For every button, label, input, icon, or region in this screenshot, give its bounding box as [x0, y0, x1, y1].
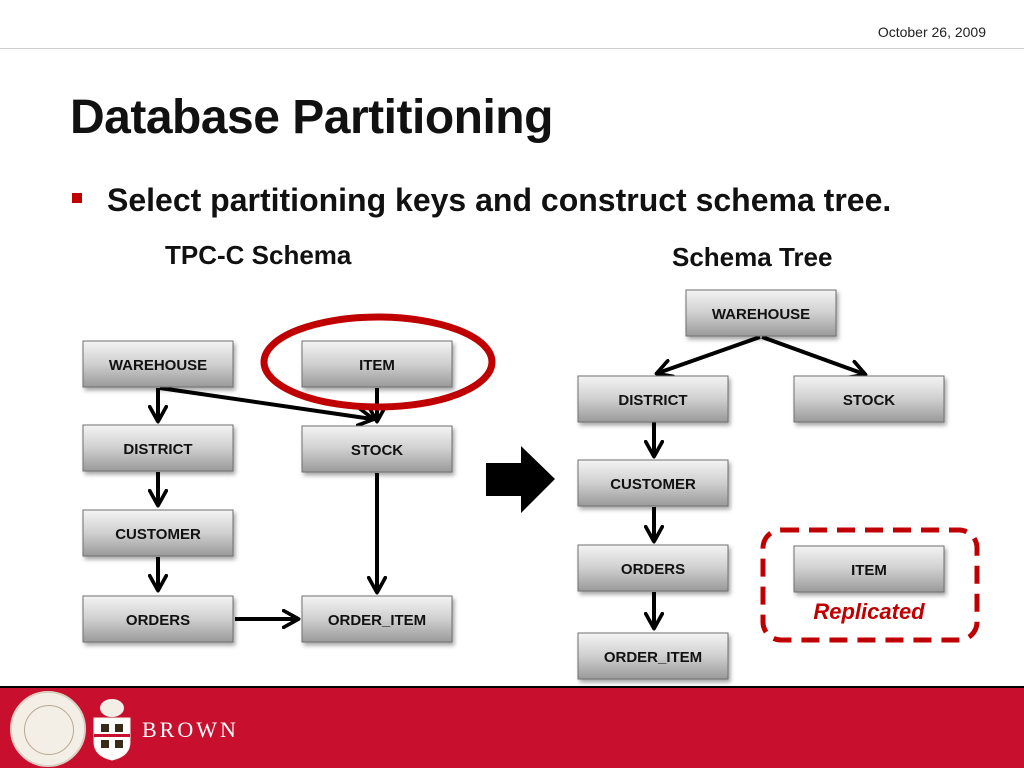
tree-node-warehouse: WAREHOUSE: [685, 289, 837, 337]
tpcc-node-warehouse: WAREHOUSE: [82, 340, 234, 388]
university-seal-icon: [10, 691, 86, 767]
node-label: ITEM: [359, 357, 395, 374]
transform-arrow-icon: [486, 446, 555, 513]
node-label: STOCK: [843, 392, 895, 409]
node-label: ORDERS: [621, 561, 685, 578]
tpcc-node-district: DISTRICT: [82, 424, 234, 472]
node-label: DISTRICT: [618, 392, 687, 409]
node-label: CUSTOMER: [115, 526, 201, 543]
replicated-label: Replicated: [813, 599, 925, 624]
replicated-dashed-box: [760, 527, 980, 643]
tpcc-node-stock: STOCK: [301, 425, 453, 473]
item-highlight-ellipse: [260, 313, 496, 411]
tpcc-node-order-item: ORDER_ITEM: [301, 595, 453, 643]
node-label: STOCK: [351, 442, 403, 459]
tpcc-node-customer: CUSTOMER: [82, 509, 234, 557]
node-label: WAREHOUSE: [712, 306, 810, 323]
footer-band: [0, 688, 1024, 768]
node-label: ORDER_ITEM: [604, 649, 702, 666]
footer-top-rule: [0, 686, 1024, 689]
arrow-tree-warehouse-stock: [761, 335, 864, 374]
slide-title: Database Partitioning: [70, 91, 553, 144]
arrow-tree-warehouse-district: [658, 335, 761, 373]
seal-inner-ring: [24, 705, 74, 755]
tree-node-district: DISTRICT: [577, 375, 729, 423]
node-label: CUSTOMER: [610, 476, 696, 493]
bullet-text: Select partitioning keys and construct s…: [107, 182, 892, 218]
node-label: DISTRICT: [123, 441, 192, 458]
bullet-square-icon: [72, 193, 82, 203]
node-label: ORDER_ITEM: [328, 612, 426, 629]
tpcc-node-orders: ORDERS: [82, 595, 234, 643]
brown-crest-icon: [93, 699, 131, 761]
tree-node-order-item: ORDER_ITEM: [577, 632, 729, 680]
node-label: WAREHOUSE: [109, 357, 207, 374]
node-label: ORDERS: [126, 612, 190, 629]
tree-node-customer: CUSTOMER: [577, 459, 729, 507]
schema-diagram: WAREHOUSE ITEM DISTRICT STOCK CUSTOMER O…: [82, 289, 980, 680]
tree-node-orders: ORDERS: [577, 544, 729, 592]
slide-date: October 26, 2009: [877, 24, 986, 40]
tree-node-stock: STOCK: [793, 375, 945, 423]
tpcc-schema-heading: TPC-C Schema: [165, 240, 352, 270]
header-divider: [0, 48, 1024, 49]
arrow-warehouse-stock: [159, 386, 372, 419]
brand-wordmark: BROWN: [142, 717, 239, 742]
node-label: ITEM: [851, 562, 887, 579]
schema-tree-heading: Schema Tree: [672, 242, 833, 272]
tpcc-node-item: ITEM: [301, 340, 453, 388]
tree-node-item: ITEM: [793, 545, 945, 593]
